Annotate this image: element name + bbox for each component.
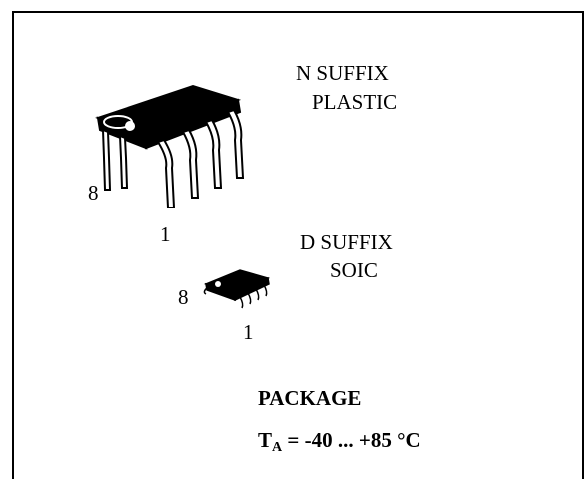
d-pin-1-label: 1 [243, 320, 254, 344]
temp-symbol: T [258, 428, 273, 452]
n-pin-8-label: 8 [88, 181, 99, 205]
n-pin-1-label: 1 [160, 222, 171, 246]
d-soic-label: SOIC [330, 258, 378, 282]
dip-package-illustration [95, 84, 245, 208]
package-heading: PACKAGE [258, 386, 362, 410]
temp-subscript: A [272, 440, 283, 455]
d-pin-8-label: 8 [178, 285, 189, 309]
temperature-range: TA = -40 ... +85 °C [258, 428, 421, 455]
diagram-frame [12, 11, 584, 479]
n-suffix-label: N SUFFIX [296, 61, 389, 85]
n-plastic-label: PLASTIC [312, 90, 398, 114]
temp-range-value: = -40 ... +85 °C [282, 428, 421, 452]
soic-package-illustration [203, 269, 271, 309]
d-suffix-label: D SUFFIX [300, 230, 393, 254]
